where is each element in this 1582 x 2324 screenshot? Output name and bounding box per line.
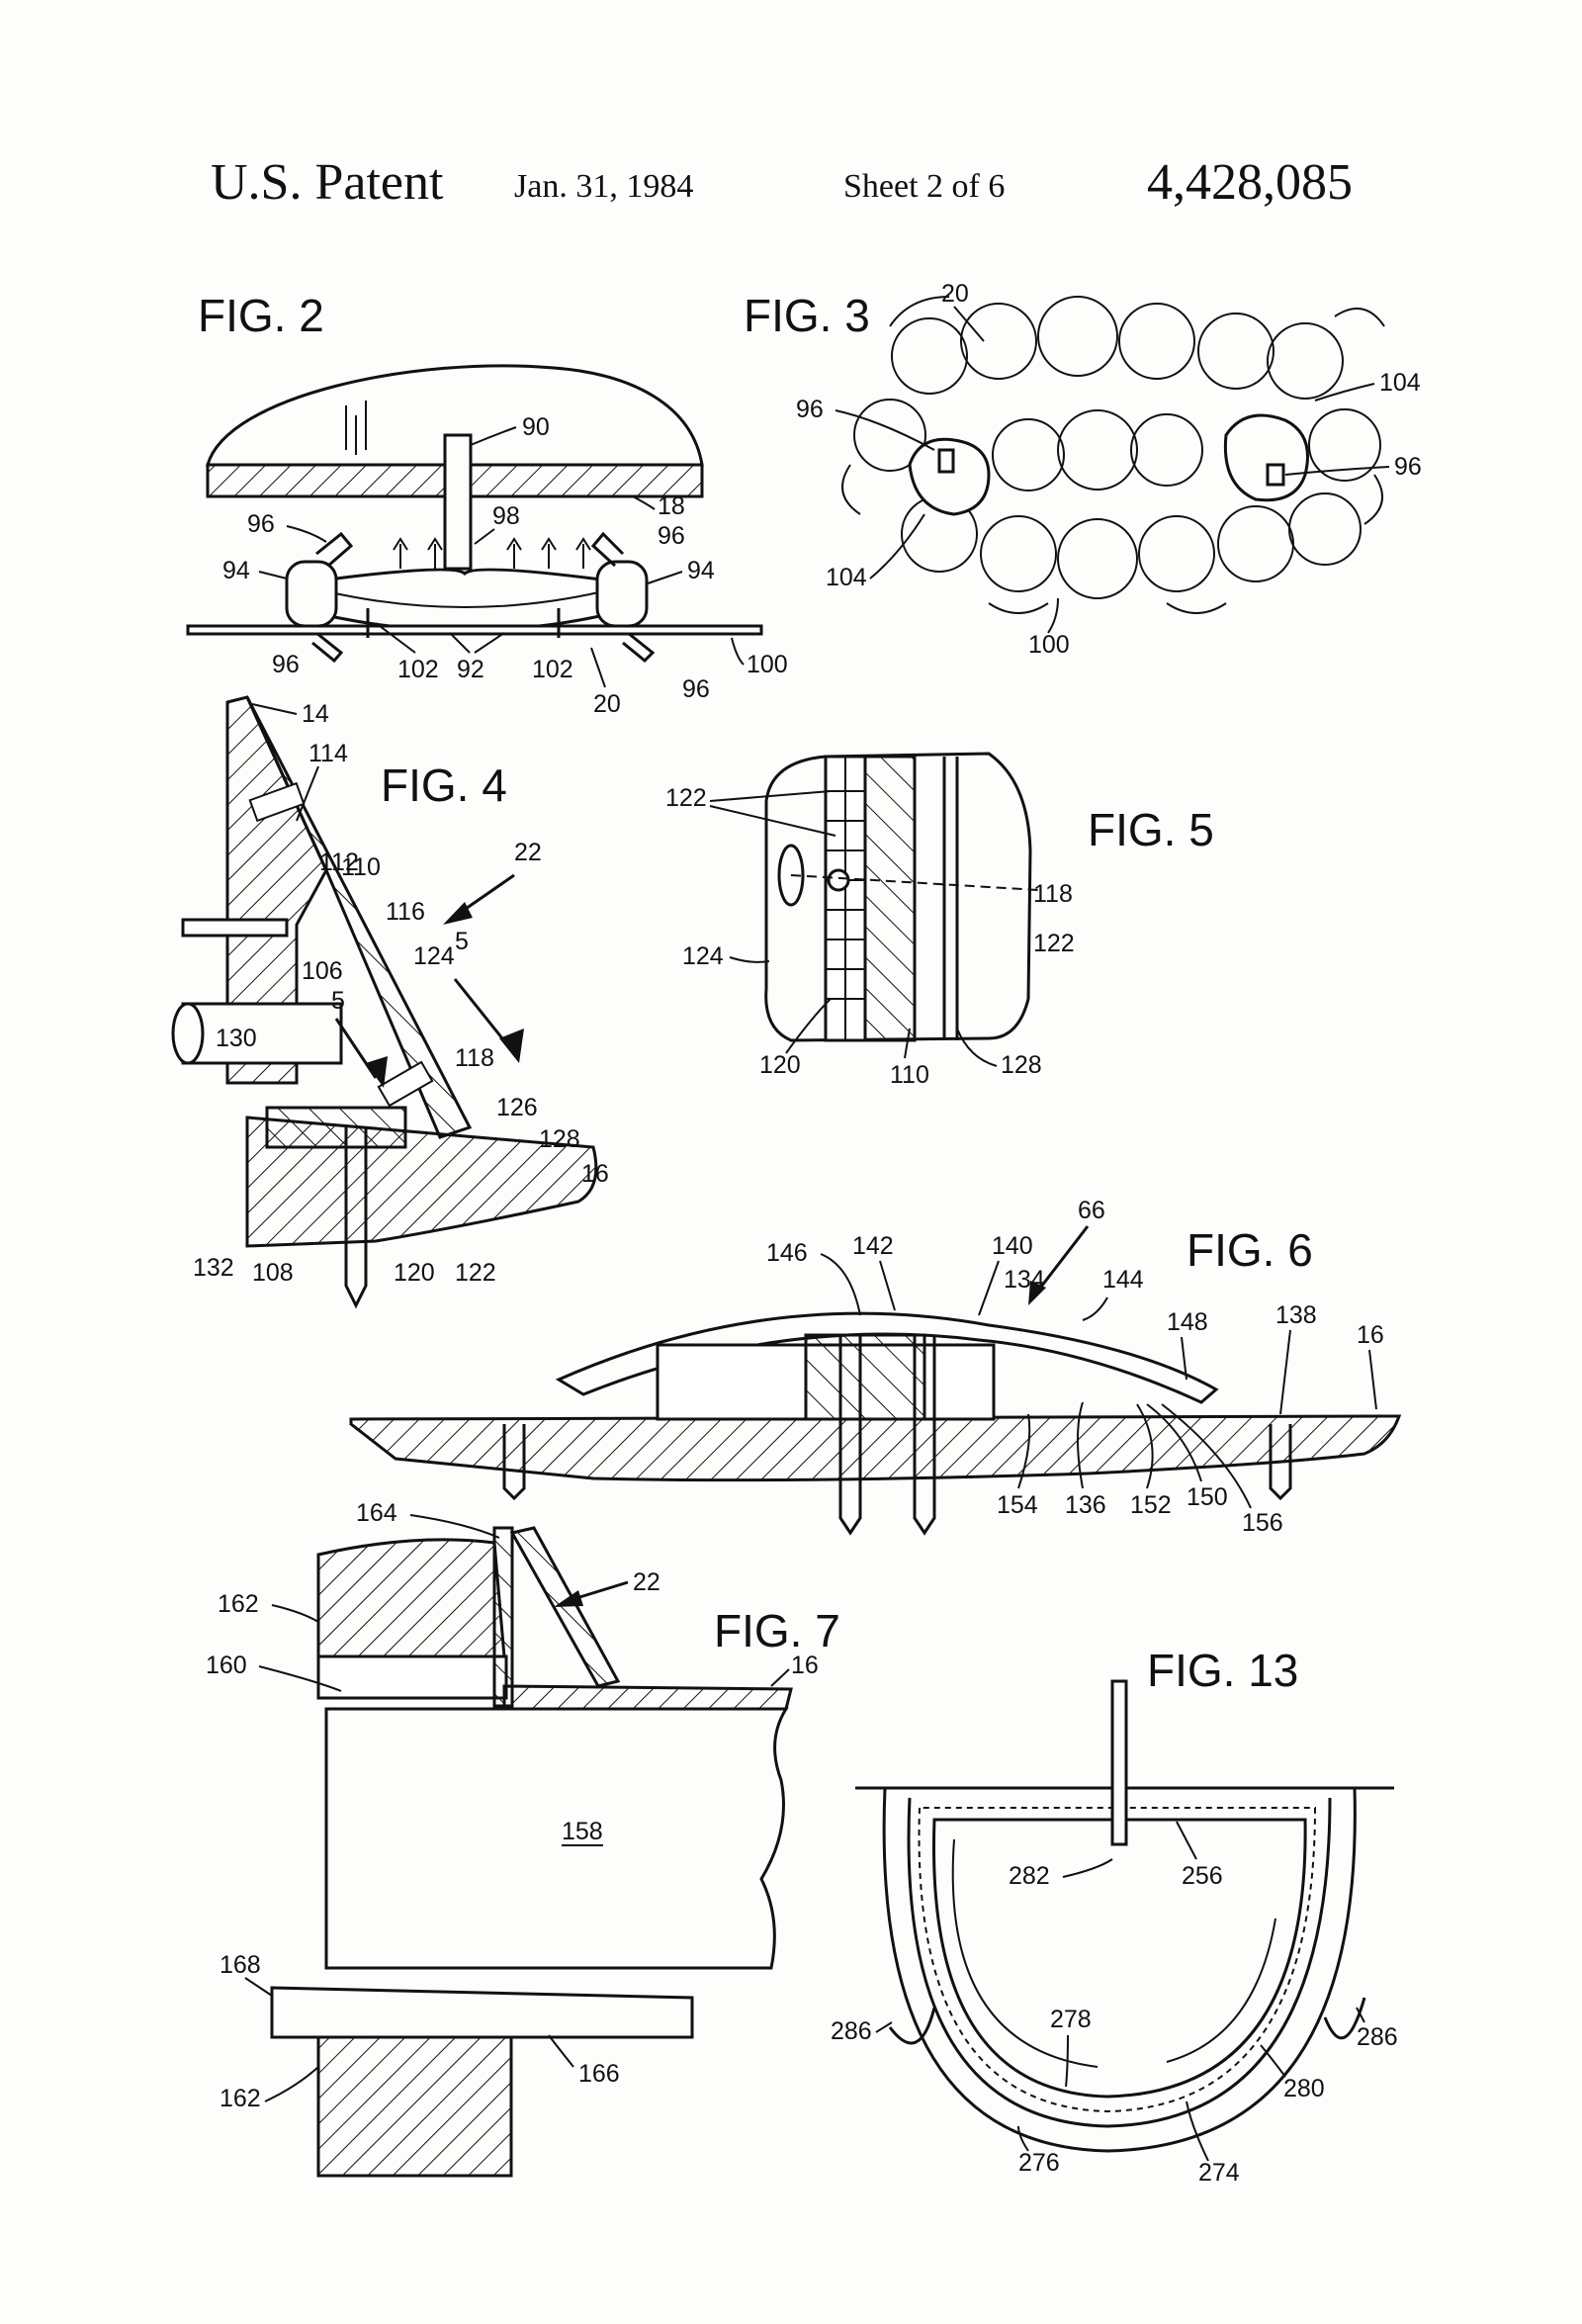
ref-label: 144 xyxy=(1102,1266,1144,1294)
ref-label: 20 xyxy=(941,280,969,308)
ref-label: 22 xyxy=(633,1568,660,1596)
ref-label: 16 xyxy=(581,1160,609,1188)
ref-label: 156 xyxy=(1242,1509,1283,1537)
fig4-label: FIG. 4 xyxy=(381,760,507,811)
ref-label: 96 xyxy=(247,510,275,538)
ref-label: 146 xyxy=(766,1239,808,1267)
figure-7: FIG. 7 164 22 162 160 16 xyxy=(206,1499,840,2178)
ref-label: 154 xyxy=(997,1491,1038,1519)
ref-label: 96 xyxy=(1394,453,1422,481)
ref-label: 102 xyxy=(397,656,439,683)
ref-label: 166 xyxy=(578,2060,620,2088)
fig7-label: FIG. 7 xyxy=(714,1605,840,1656)
ref-label: 128 xyxy=(1001,1051,1042,1079)
ref-label: 92 xyxy=(457,656,484,683)
figure-5: FIG. 5 122 118 122 124 120 1 xyxy=(665,752,1214,1089)
ref-label: 126 xyxy=(496,1094,538,1121)
ref-label: 142 xyxy=(852,1232,894,1260)
sheet-indicator: Sheet 2 of 6 xyxy=(843,168,1006,205)
ref-label: 134 xyxy=(1004,1266,1045,1294)
ref-label: 104 xyxy=(1379,369,1421,397)
fig3-label: FIG. 3 xyxy=(744,290,870,341)
ref-label: 100 xyxy=(1028,631,1070,659)
ref-label: 94 xyxy=(222,557,250,584)
ref-label: 150 xyxy=(1186,1483,1228,1511)
ref-label: 120 xyxy=(759,1051,801,1079)
figure-6: FIG. 6 66 146 142 140 134 144 xyxy=(349,1197,1402,1537)
ref-label: 106 xyxy=(302,957,343,985)
ref-label: 120 xyxy=(394,1259,435,1287)
figure-4: FIG. 4 14 114 xyxy=(171,695,609,1309)
ref-label: 132 xyxy=(193,1254,234,1282)
ref-label: 286 xyxy=(831,2017,872,2045)
ref-label: 282 xyxy=(1009,1862,1050,1890)
ref-label: 162 xyxy=(220,2085,261,2112)
ref-label: 100 xyxy=(747,651,788,678)
ref-label: 278 xyxy=(1050,2006,1092,2033)
patent-title: U.S. Patent xyxy=(211,154,444,211)
ref-label: 96 xyxy=(272,651,300,678)
ref-label: 122 xyxy=(1033,930,1075,957)
ref-label: 16 xyxy=(1357,1321,1384,1349)
figure-13: FIG. 13 282 256 286 278 286 280 xyxy=(831,1645,1398,2187)
ref-label: 286 xyxy=(1357,2023,1398,2051)
ref-label: 124 xyxy=(682,942,724,970)
ref-label: 148 xyxy=(1167,1308,1208,1336)
ref-label: 160 xyxy=(206,1652,247,1679)
ref-label: 158 xyxy=(562,1818,603,1845)
fig2-label: FIG. 2 xyxy=(198,290,324,341)
ref-label: 280 xyxy=(1283,2075,1325,2102)
ref-label: 162 xyxy=(218,1590,259,1618)
ref-label: 276 xyxy=(1018,2149,1060,2177)
ref-label: 96 xyxy=(796,396,824,423)
ref-label: 98 xyxy=(492,502,520,530)
ref-label: 114 xyxy=(308,740,348,767)
ref-label: 118 xyxy=(1033,880,1073,908)
ref-label: 96 xyxy=(658,522,685,550)
ref-label: 102 xyxy=(532,656,573,683)
ref-label: 124 xyxy=(413,942,455,970)
ref-label: 118 xyxy=(455,1044,494,1072)
ref-label: 168 xyxy=(220,1951,261,1979)
ref-label: 96 xyxy=(682,675,710,703)
ref-label: 274 xyxy=(1198,2159,1240,2187)
ref-label: 108 xyxy=(252,1259,294,1287)
figure-2: FIG. 2 xyxy=(186,290,788,718)
ref-label: 138 xyxy=(1275,1301,1317,1329)
fig6-label: FIG. 6 xyxy=(1186,1224,1313,1276)
fig5-label: FIG. 5 xyxy=(1088,804,1214,855)
ref-label: 20 xyxy=(593,690,621,718)
ref-label: 22 xyxy=(514,839,542,866)
ref-label: 94 xyxy=(687,557,715,584)
ref-label: 112 xyxy=(319,849,359,876)
ref-label: 5 xyxy=(455,928,469,955)
ref-label: 122 xyxy=(455,1259,496,1287)
ref-label: 16 xyxy=(791,1652,819,1679)
figure-3: FIG. 3 20 104 96 xyxy=(744,280,1422,659)
ref-label: 122 xyxy=(665,784,707,812)
ref-label: 130 xyxy=(216,1025,257,1052)
ref-label: 116 xyxy=(386,898,425,926)
fig13-label: FIG. 13 xyxy=(1147,1645,1298,1696)
ref-label: 66 xyxy=(1078,1197,1105,1224)
ref-label: 104 xyxy=(826,564,867,591)
ref-label: 18 xyxy=(658,492,685,520)
ref-label: 110 xyxy=(341,853,381,881)
ref-label: 256 xyxy=(1182,1862,1223,1890)
patent-number: 4,428,085 xyxy=(1147,154,1353,211)
ref-label: 136 xyxy=(1065,1491,1106,1519)
ref-label: 164 xyxy=(356,1499,397,1527)
ref-label: 128 xyxy=(539,1125,580,1153)
ref-label: 90 xyxy=(522,413,550,441)
ref-label: 140 xyxy=(992,1232,1033,1260)
ref-label: 5 xyxy=(331,987,345,1015)
ref-label: 110 xyxy=(890,1061,929,1089)
patent-date: Jan. 31, 1984 xyxy=(514,168,694,205)
ref-label: 14 xyxy=(302,700,329,728)
ref-label: 152 xyxy=(1130,1491,1172,1519)
